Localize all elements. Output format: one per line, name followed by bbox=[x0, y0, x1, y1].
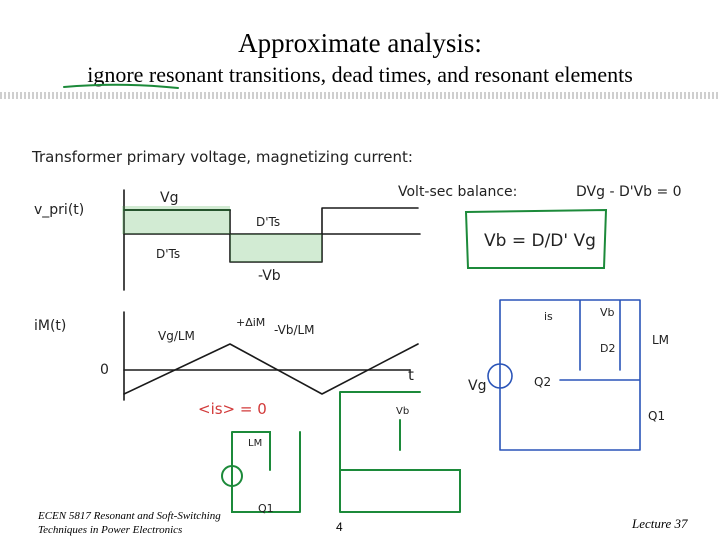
vpri-label: v_pri(t) bbox=[34, 202, 84, 218]
slide-subtitle: ignore resonant transitions, dead times,… bbox=[87, 62, 633, 87]
secondary-circuit-sketch bbox=[231, 391, 461, 513]
neg-vb-label: -Vb bbox=[258, 268, 281, 284]
right-vb-label: Vb bbox=[600, 306, 615, 319]
footer-course-line1: ECEN 5817 Resonant and Soft-Switching bbox=[38, 510, 221, 522]
vg-label: Vg bbox=[160, 190, 178, 206]
d-ts-label: D'Ts bbox=[156, 247, 180, 261]
lower-vb-label: Vb bbox=[396, 406, 409, 417]
primary-circuit-sketch bbox=[499, 299, 641, 451]
slide-title: Approximate analysis: bbox=[238, 28, 482, 58]
lower-lm-label: LM bbox=[248, 438, 262, 449]
im-peak-label: +ΔiM bbox=[236, 316, 265, 329]
right-vg-label: Vg bbox=[468, 378, 486, 394]
volt-sec-label: Volt-sec balance: bbox=[398, 184, 517, 200]
vb-equation: Vb = D/D' Vg bbox=[484, 231, 596, 251]
lower-vg-source bbox=[221, 465, 243, 487]
right-q2-label: Q2 bbox=[534, 375, 551, 389]
im-trace bbox=[123, 343, 419, 395]
vg-area bbox=[122, 206, 230, 234]
right-vg-source bbox=[487, 363, 513, 389]
right-d2-label: D2 bbox=[600, 342, 615, 355]
ignore-underline bbox=[63, 83, 179, 89]
vpri-trace bbox=[123, 207, 419, 263]
right-lm-label: LM bbox=[652, 333, 669, 347]
is-average-label: <is> = 0 bbox=[198, 400, 267, 418]
volt-sec-equation: DVg - D'Vb = 0 bbox=[576, 184, 682, 200]
dprime-ts-label: D'Ts bbox=[256, 215, 280, 229]
footer-course-line2: Techniques in Power Electronics bbox=[38, 524, 183, 536]
vb-area bbox=[230, 234, 322, 262]
slope-neg-label: -Vb/LM bbox=[274, 323, 315, 337]
im-label: iM(t) bbox=[34, 318, 66, 334]
handwritten-heading: Transformer primary voltage, magnetizing… bbox=[31, 148, 413, 166]
vb-equation-box bbox=[464, 208, 608, 269]
slope-pos-label: Vg/LM bbox=[158, 329, 195, 343]
t-axis-label: t bbox=[408, 366, 414, 384]
lower-q1-label: Q1 bbox=[258, 502, 274, 515]
right-q1-label: Q1 bbox=[648, 409, 665, 423]
title-divider bbox=[0, 92, 720, 99]
right-is-label: is bbox=[544, 310, 553, 323]
im-zero-label: 0 bbox=[100, 362, 109, 378]
lecture-label: Lecture 37 bbox=[632, 516, 688, 531]
footer-course: ECEN 5817 Resonant and Soft-Switching Te… bbox=[38, 509, 221, 537]
page-number: 4 bbox=[336, 520, 343, 534]
